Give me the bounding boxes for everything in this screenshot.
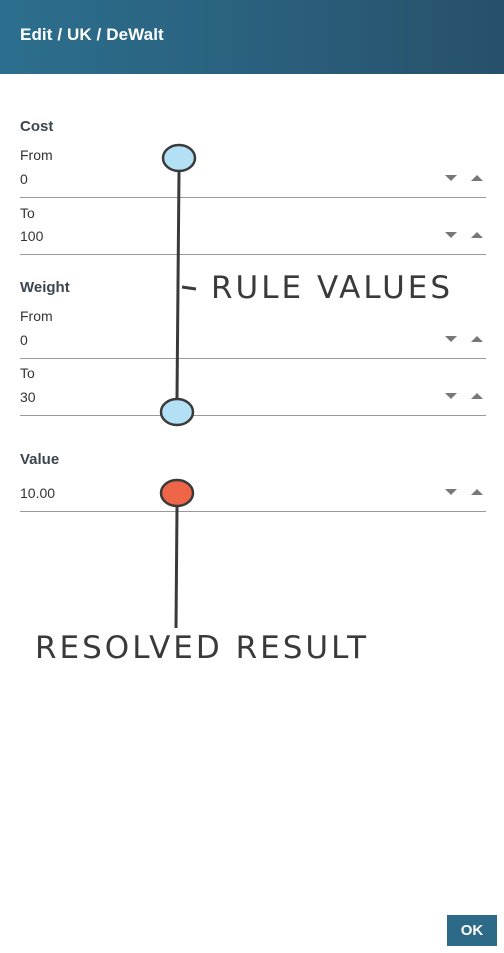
cost-from-input[interactable] bbox=[20, 171, 420, 187]
value-field bbox=[20, 483, 486, 512]
cost-to-increment-icon[interactable] bbox=[471, 232, 483, 238]
result-connector-line bbox=[174, 506, 179, 629]
weight-to-field bbox=[20, 387, 486, 416]
cost-to-input[interactable] bbox=[20, 228, 420, 244]
dialog-title: Edit / UK / DeWalt bbox=[20, 25, 164, 44]
weight-from-field bbox=[20, 330, 486, 359]
weight-from-input[interactable] bbox=[20, 332, 420, 348]
weight-to-decrement-icon[interactable] bbox=[445, 393, 457, 399]
cost-from-label: From bbox=[20, 147, 53, 163]
weight-to-increment-icon[interactable] bbox=[471, 393, 483, 399]
weight-to-input[interactable] bbox=[20, 389, 420, 405]
resolved-result-annotation: RESOLVED RESULT bbox=[35, 630, 370, 666]
rule-connector-line bbox=[175, 171, 181, 399]
cost-from-field bbox=[20, 169, 486, 198]
dialog-header: Edit / UK / DeWalt bbox=[0, 0, 504, 74]
value-increment-icon[interactable] bbox=[471, 489, 483, 495]
cost-from-decrement-icon[interactable] bbox=[445, 175, 457, 181]
rule-marker-top bbox=[161, 143, 197, 173]
rule-pointer-tick bbox=[181, 285, 197, 291]
weight-from-label: From bbox=[20, 308, 53, 324]
cost-to-label: To bbox=[20, 205, 35, 221]
weight-from-increment-icon[interactable] bbox=[471, 336, 483, 342]
cost-from-increment-icon[interactable] bbox=[471, 175, 483, 181]
ok-button[interactable]: OK bbox=[447, 915, 497, 946]
value-section-label: Value bbox=[20, 451, 60, 468]
cost-section-label: Cost bbox=[20, 118, 54, 135]
value-input[interactable] bbox=[20, 485, 420, 501]
weight-to-label: To bbox=[20, 365, 35, 381]
rule-values-annotation: RULE VALUES bbox=[211, 270, 454, 306]
weight-section-label: Weight bbox=[20, 279, 70, 296]
value-decrement-icon[interactable] bbox=[445, 489, 457, 495]
cost-to-field bbox=[20, 226, 486, 255]
weight-from-decrement-icon[interactable] bbox=[445, 336, 457, 342]
cost-to-decrement-icon[interactable] bbox=[445, 232, 457, 238]
